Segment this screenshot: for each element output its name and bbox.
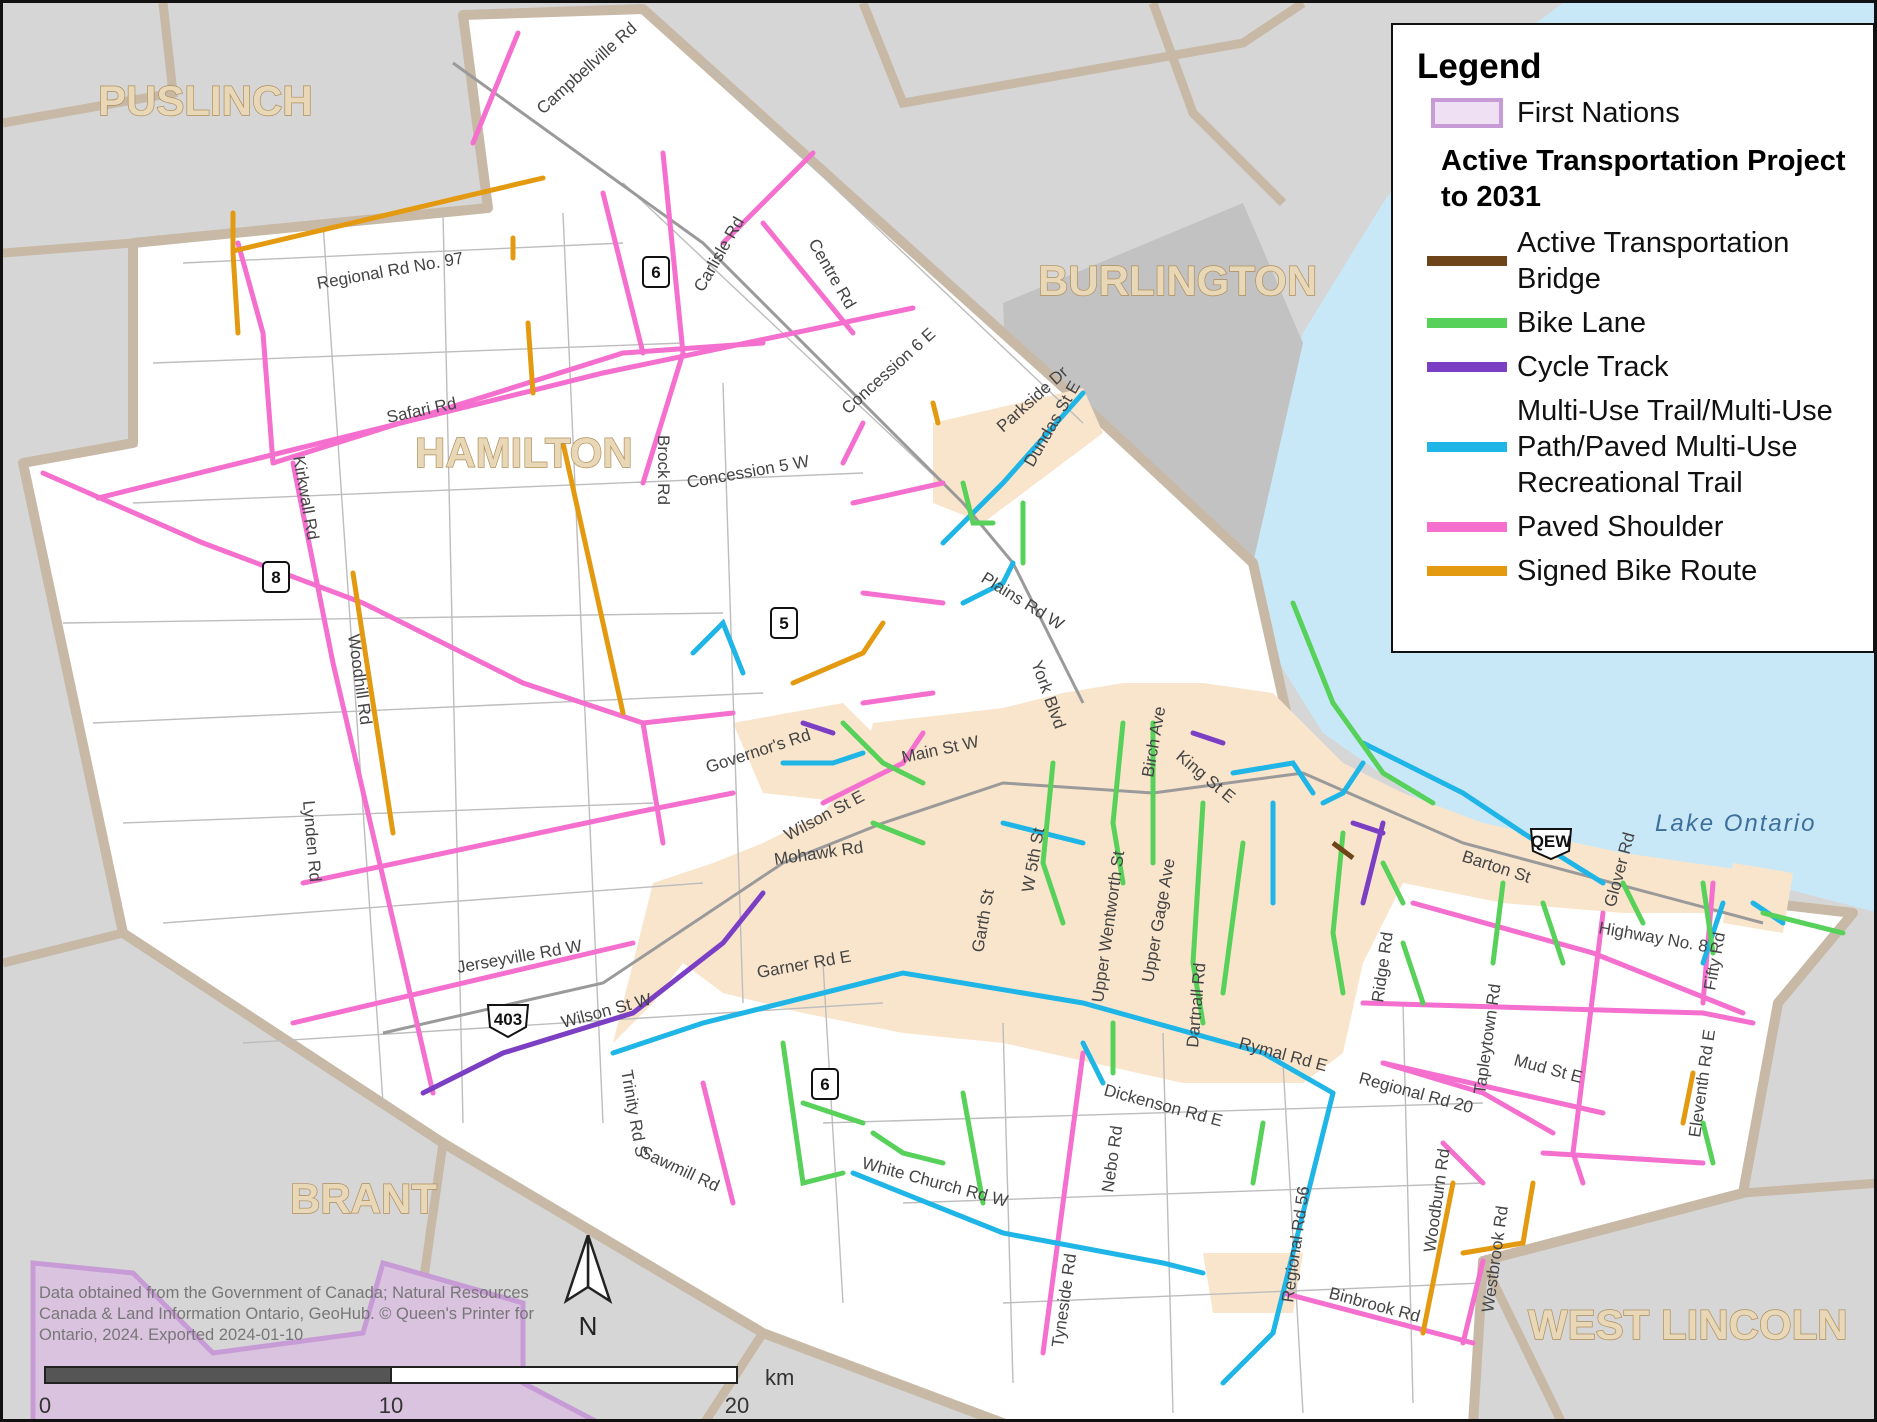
svg-text:6: 6 <box>820 1075 829 1094</box>
highways <box>382 61 1764 1035</box>
svg-text:5: 5 <box>779 614 788 633</box>
highway-shields: 6 8 5 403 6 QEW <box>262 256 1573 1100</box>
scale-tick-label: 10 <box>379 1393 403 1418</box>
scale-bar: 0 10 20 km <box>39 1365 794 1418</box>
region-label: PUSLINCH <box>98 77 313 124</box>
first-nations-swatch <box>1431 98 1503 128</box>
legend-line <box>1427 362 1507 372</box>
legend-item: Cycle Track <box>1417 349 1849 385</box>
legend-label: Multi-Use Trail/Multi-Use Path/Paved Mul… <box>1517 395 1833 499</box>
signed-bike-routes <box>230 175 1696 1336</box>
multi-use-trails <box>610 390 1786 1386</box>
lake-ontario-label: Lake Ontario <box>1655 810 1816 837</box>
data-credits: Data obtained from the Government of Can… <box>39 1284 534 1344</box>
highway-shield: 6 <box>811 1068 839 1100</box>
legend-panel: Legend First Nations Active Transportati… <box>1391 23 1874 653</box>
legend-subtitle: Active Transportation Project to 2031 <box>1441 145 1846 213</box>
urban-areas <box>613 388 1793 1313</box>
region-label: HAMILTON <box>415 429 633 476</box>
cycle-tracks <box>420 720 1386 1096</box>
highway-shield: 403 <box>486 1004 530 1039</box>
legend-label: Active Transportation Bridge <box>1517 227 1790 295</box>
legend-swatch <box>1417 522 1517 532</box>
north-arrow-icon: N <box>563 1235 613 1341</box>
highway-shield: 5 <box>770 607 798 639</box>
legend-item: Paved Shoulder <box>1417 509 1849 545</box>
region-label: BURLINGTON <box>1038 257 1317 304</box>
legend-title: Legend <box>1417 47 1542 86</box>
at-bridge <box>1331 841 1355 860</box>
legend-line <box>1427 566 1507 576</box>
scale-unit: km <box>765 1365 794 1390</box>
legend-label: Bike Lane <box>1517 307 1646 339</box>
legend-label: Signed Bike Route <box>1517 555 1758 587</box>
legend-label: Paved Shoulder <box>1517 511 1724 543</box>
legend-swatch <box>1417 566 1517 576</box>
legend-line <box>1427 318 1507 328</box>
scale-segment-dark <box>44 1366 392 1384</box>
legend-line <box>1427 522 1507 532</box>
legend-line <box>1427 442 1507 452</box>
svg-text:8: 8 <box>271 568 280 587</box>
legend-swatch <box>1417 256 1517 266</box>
road-label: Brock Rd <box>654 435 673 505</box>
svg-text:6: 6 <box>651 263 660 282</box>
legend-swatch <box>1417 318 1517 328</box>
municipal-boundaries <box>3 3 1874 1419</box>
svg-text:403: 403 <box>494 1010 522 1029</box>
region-label: WEST LINCOLN <box>1528 1301 1848 1348</box>
legend-label: Cycle Track <box>1517 351 1669 383</box>
legend-item-first-nations: First Nations <box>1417 95 1849 131</box>
north-label: N <box>579 1311 598 1341</box>
scale-tick-label: 0 <box>39 1393 51 1418</box>
highway-shield: QEW <box>1529 828 1573 861</box>
scale-segment-light <box>390 1366 738 1384</box>
legend-item: Bike Lane <box>1417 305 1849 341</box>
legend-label: First Nations <box>1517 97 1680 129</box>
highway-shield: 6 <box>642 256 670 288</box>
paved-shoulder-routes <box>40 30 1756 1356</box>
highway-shield: 8 <box>262 561 290 593</box>
bike-lanes <box>780 480 1846 1206</box>
scale-tick-label: 20 <box>725 1393 749 1418</box>
svg-text:QEW: QEW <box>1531 832 1573 851</box>
legend-line <box>1427 256 1507 266</box>
legend-item: Signed Bike Route <box>1417 553 1849 589</box>
region-label: BRANT <box>290 1175 437 1222</box>
legend-item: Multi-Use Trail/Multi-Use Path/Paved Mul… <box>1417 393 1849 501</box>
legend-item: Active Transportation Bridge <box>1417 225 1849 297</box>
legend-swatch <box>1417 362 1517 372</box>
legend-items: Active Transportation Bridge Bike Lane C… <box>1417 225 1849 589</box>
legend-swatch <box>1417 98 1517 128</box>
road-grid <box>62 62 1484 1414</box>
legend-swatch <box>1417 442 1517 452</box>
